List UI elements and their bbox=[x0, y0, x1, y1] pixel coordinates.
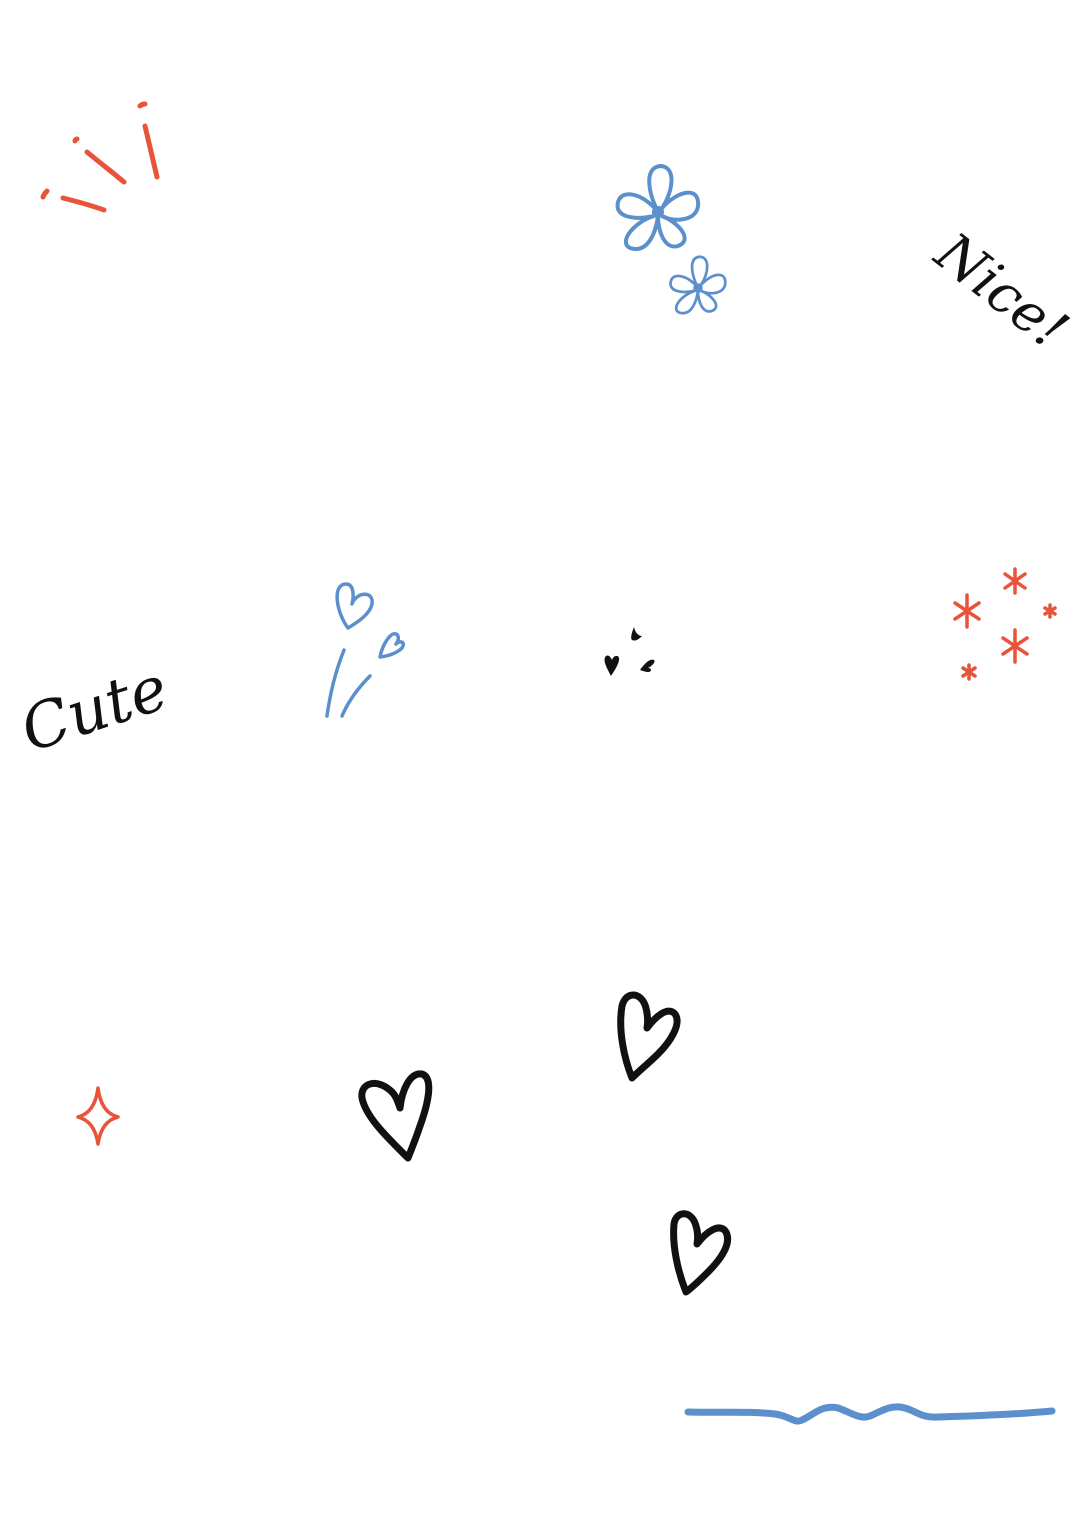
red-burst-lines bbox=[40, 101, 160, 213]
blue-flower-icon bbox=[615, 164, 727, 315]
red-asterisk-sparkles bbox=[953, 567, 1057, 681]
blue-wavy-line bbox=[684, 1403, 1056, 1425]
black-outline-heart-icon bbox=[358, 991, 731, 1296]
blue-heart-sprigs bbox=[325, 582, 406, 718]
nice-text: Nice! bbox=[922, 219, 1079, 361]
black-mini-hearts bbox=[604, 627, 655, 676]
red-four-point-star-icon bbox=[76, 1086, 120, 1146]
cute-text: Cute bbox=[12, 651, 176, 766]
